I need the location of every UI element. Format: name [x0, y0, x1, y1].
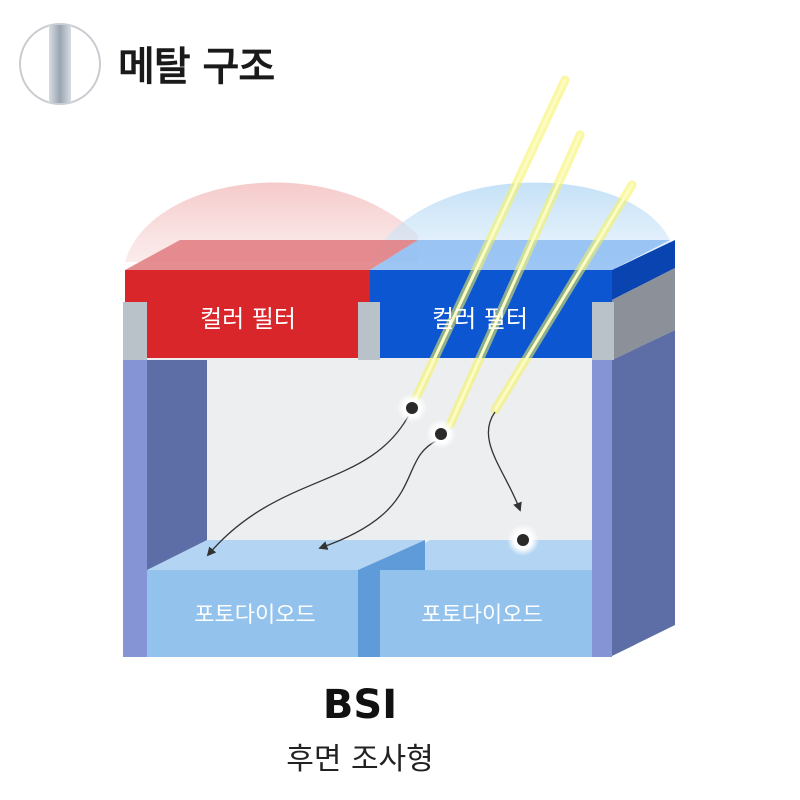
metal-left — [123, 302, 147, 360]
right-side-top — [612, 240, 675, 300]
color-filter-red — [125, 270, 370, 358]
color-filter-left-label: 컬러 필터 — [200, 305, 296, 333]
photodiode-left — [147, 570, 358, 657]
caption-subtitle: 후면 조사형 — [286, 742, 434, 777]
electron-paths — [206, 411, 522, 557]
legend-title: 메탈 구조 — [118, 44, 275, 90]
photodiode-right-top — [380, 540, 592, 570]
photodiode-left-top — [147, 540, 425, 570]
electron-dots — [397, 393, 539, 556]
right-side-wall — [612, 330, 675, 656]
filter-red-top — [125, 240, 418, 270]
right-side-metal — [612, 268, 675, 360]
metal-right — [592, 302, 614, 360]
caption-title: BSI — [322, 682, 398, 728]
right-wall-front — [592, 360, 612, 657]
photodiode-right-label: 포토다이오드 — [421, 603, 542, 628]
left-wall-front — [123, 360, 147, 657]
photodiode-right — [380, 570, 592, 657]
photodiode-left-label: 포토다이오드 — [194, 603, 315, 628]
metal-structure-legend-icon — [19, 23, 101, 105]
metal-middle — [358, 302, 380, 360]
light-beams — [410, 75, 637, 430]
left-wall-inner — [147, 360, 207, 600]
color-filter-right-label: 컬러 필터 — [432, 305, 528, 333]
